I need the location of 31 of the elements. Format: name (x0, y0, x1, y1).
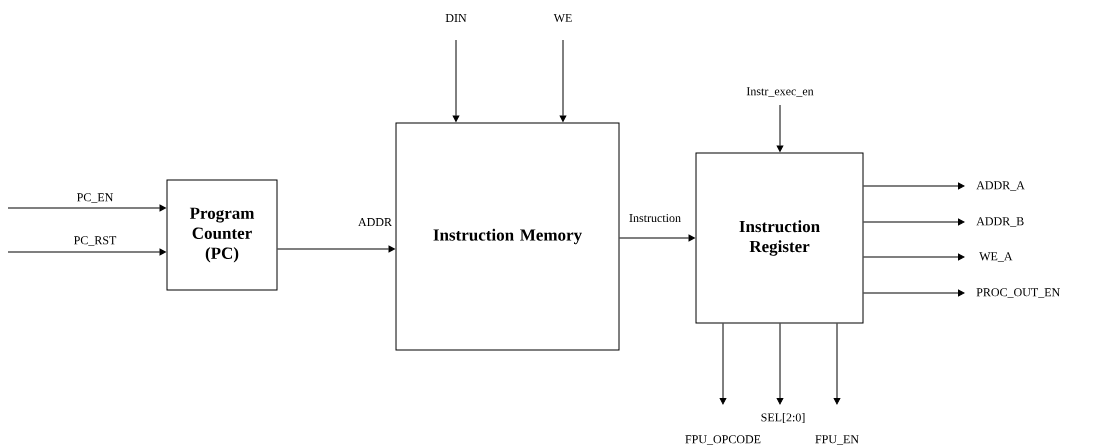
signal-label: SEL[2:0] (761, 413, 805, 423)
signal-label: ADDR_A (976, 181, 1025, 191)
arrow (7, 204, 166, 212)
arrow (863, 289, 965, 297)
signal-label: PROC_OUT_EN (976, 288, 1060, 298)
signal-label: WE_A (979, 252, 1013, 262)
signal-label: PC_EN (77, 193, 114, 203)
arrow (452, 39, 460, 122)
signal-label: ADDR_B (976, 217, 1024, 227)
signal-label: PC_RST (74, 236, 117, 246)
block-box: Instruction Memory (395, 122, 620, 351)
signal-label: WE (553, 14, 572, 23)
arrow (7, 248, 166, 256)
arrow (863, 253, 965, 261)
arrow (277, 245, 395, 253)
arrow (833, 323, 841, 405)
signal-label: Instr_exec_en (746, 87, 814, 97)
arrow (619, 234, 695, 242)
arrow (863, 182, 965, 190)
signal-label: ADDR (358, 218, 392, 226)
signal-label: FPU_OPCODE (685, 435, 761, 445)
block-box: Instruction Register (695, 152, 864, 324)
arrow (559, 39, 567, 122)
arrow (719, 323, 727, 405)
arrow (776, 104, 784, 152)
arrow (776, 323, 784, 405)
signal-label: DIN (445, 14, 467, 22)
block-box: Program Counter (PC) (166, 179, 278, 291)
signal-label: FPU_EN (815, 435, 859, 445)
signal-label: Instruction (629, 213, 681, 223)
arrow (863, 218, 965, 226)
